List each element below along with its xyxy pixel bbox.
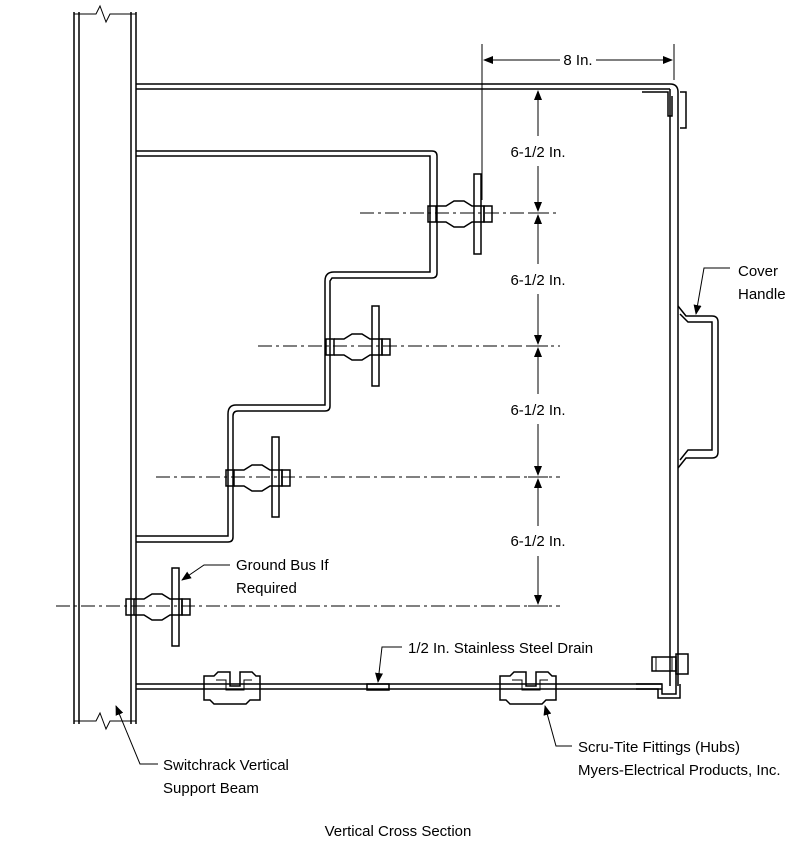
beam-label-1: Switchrack Vertical — [163, 757, 289, 774]
beam-label-2: Support Beam — [163, 780, 259, 797]
hub-fitting-left — [203, 671, 261, 705]
callout-cover-handle: Cover Handle — [693, 263, 786, 315]
centerlines — [56, 212, 560, 607]
spacing-label-1: 6-1/2 In. — [510, 144, 565, 161]
stepped-bracket — [136, 150, 438, 543]
spacing-label-3: 6-1/2 In. — [510, 402, 565, 419]
cover-handle-label-2: Handle — [738, 286, 786, 303]
spacing-label-2: 6-1/2 In. — [510, 272, 565, 289]
support-beam — [73, 4, 137, 731]
ground-bus-label-2: Required — [236, 580, 297, 597]
callout-ground-bus: Ground Bus If Required — [181, 557, 329, 597]
cover-handle — [677, 305, 719, 469]
callout-drain: 1/2 In. Stainless Steel Drain — [375, 640, 593, 683]
insulator-1 — [427, 173, 493, 255]
dimension-vertical: 6-1/2 In. 6-1/2 In. 6-1/2 In. 6-1/2 In. — [510, 88, 566, 607]
ground-bus-label-1: Ground Bus If — [236, 557, 329, 574]
diagram-caption: Vertical Cross Section — [325, 823, 472, 840]
spacing-label-4: 6-1/2 In. — [510, 533, 565, 550]
fittings-label-1: Scru-Tite Fittings (Hubs) — [578, 739, 740, 756]
insulator-3 — [225, 436, 291, 518]
cover-handle-label-1: Cover — [738, 263, 778, 280]
width-label: 8 In. — [563, 52, 592, 69]
dimension-width: 8 In. — [481, 44, 675, 200]
callout-beam: Switchrack Vertical Support Beam — [115, 705, 289, 797]
fittings-label-2: Myers-Electrical Products, Inc. — [578, 762, 781, 779]
drain-label: 1/2 In. Stainless Steel Drain — [408, 640, 593, 657]
insulator-2 — [325, 305, 391, 387]
insulator-ground — [125, 567, 191, 647]
hub-fitting-right — [499, 671, 557, 705]
callout-fittings: Scru-Tite Fittings (Hubs) Myers-Electric… — [543, 705, 781, 779]
drain-fitting — [366, 683, 390, 691]
enclosure — [136, 83, 689, 699]
